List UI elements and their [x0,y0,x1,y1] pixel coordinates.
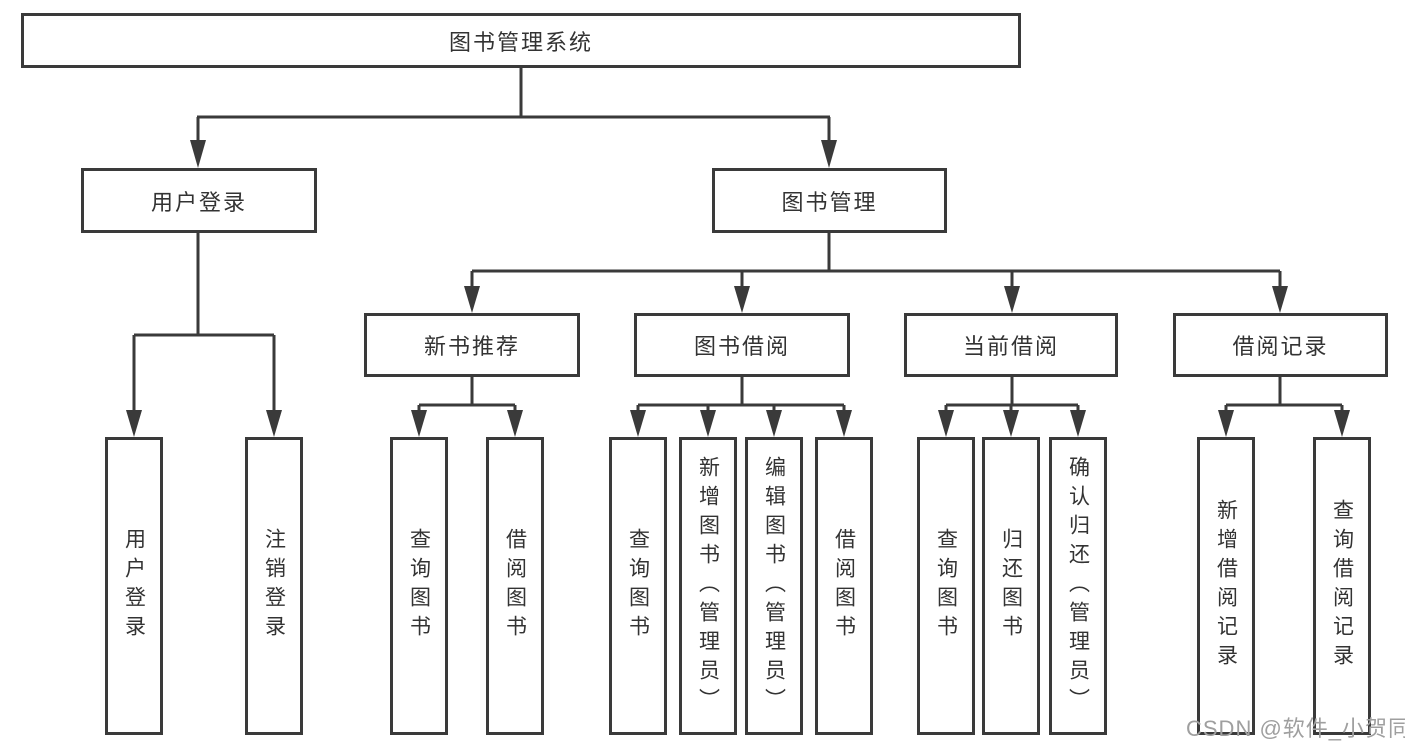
leaf-logout: 注销登录 [245,437,303,735]
connector-root-split [196,68,831,142]
csdn-watermark: CSDN @软件_小贺同学 [1186,716,1405,741]
arrowhead [1003,410,1019,437]
leaf-edit-books-admin: 编辑图书（管理员） [745,437,803,735]
arrowhead [126,410,142,437]
connector-book-borrow-split [636,377,846,412]
leaf-borrow-books-label: 借阅图书 [832,528,856,644]
arrowhead [734,286,750,313]
leaf-add-books-admin: 新增图书（管理员） [679,437,737,735]
arrowhead [630,410,646,437]
connector-new-book-arrows [411,410,523,437]
leaf-return-books: 归还图书 [982,437,1040,735]
node-book-borrow: 图书借阅 [634,313,850,377]
node-borrow-records: 借阅记录 [1173,313,1388,377]
leaf-edit-books-admin-label: 编辑图书（管理员） [762,455,786,717]
node-borrow-records-label: 借阅记录 [1232,334,1329,359]
leaf-return-books-label: 归还图书 [999,528,1023,644]
arrowhead [1334,410,1350,437]
leaf-confirm-return-admin-label: 确认归还（管理员） [1066,455,1090,717]
leaf-query-books-current: 查询图书 [917,437,975,735]
arrowhead [507,410,523,437]
node-new-book-recommend-label: 新书推荐 [423,334,520,359]
connector-borrow-records-arrows [1218,410,1350,437]
leaf-query-books-borrow: 查询图书 [609,437,667,735]
leaf-user-login-label: 用户登录 [122,528,146,644]
node-book-management-label: 图书管理 [781,189,878,215]
leaf-add-borrow-record: 新增借阅记录 [1197,437,1255,735]
connector-current-borrow-split [944,377,1080,412]
arrowhead [1218,410,1234,437]
leaf-query-books-recommend: 查询图书 [390,437,448,735]
leaf-borrow-books: 借阅图书 [815,437,873,735]
node-new-book-recommend: 新书推荐 [364,313,580,377]
leaf-add-books-admin-label: 新增图书（管理员） [696,455,720,717]
connector-root-arrows [190,140,837,168]
connector-user-login-split [132,233,276,412]
connector-user-login-arrows [126,410,282,437]
leaf-query-books-recommend-label: 查询图书 [407,528,431,644]
arrowhead [1070,410,1086,437]
node-user-login-label: 用户登录 [150,189,247,215]
node-library-system-label: 图书管理系统 [448,29,593,55]
arrowhead [821,140,837,168]
node-current-borrow: 当前借阅 [904,313,1118,377]
arrowhead [766,410,782,437]
leaf-query-borrow-record-label: 查询借阅记录 [1330,499,1354,673]
arrowhead [266,410,282,437]
leaf-query-books-current-label: 查询图书 [934,528,958,644]
arrowhead [836,410,852,437]
arrowhead [190,140,206,168]
connector-borrow-records-split [1224,377,1344,412]
arrowhead [1004,286,1020,313]
arrowhead [700,410,716,437]
connector-current-borrow-arrows [938,410,1086,437]
connector-new-book-split [417,377,517,412]
leaf-query-borrow-record: 查询借阅记录 [1313,437,1371,735]
leaf-borrow-books-recommend-label: 借阅图书 [503,528,527,644]
leaf-logout-label: 注销登录 [262,528,286,644]
node-book-management: 图书管理 [712,168,947,233]
leaf-query-books-borrow-label: 查询图书 [626,528,650,644]
connector-book-borrow-arrows [630,410,852,437]
arrowhead [464,286,480,313]
node-book-borrow-label: 图书借阅 [693,334,790,359]
arrowhead [411,410,427,437]
leaf-borrow-books-recommend: 借阅图书 [486,437,544,735]
leaf-confirm-return-admin: 确认归还（管理员） [1049,437,1107,735]
leaf-add-borrow-record-label: 新增借阅记录 [1214,499,1238,673]
node-current-borrow-label: 当前借阅 [962,334,1059,359]
connector-book-mgmt-arrows [464,286,1288,313]
node-user-login: 用户登录 [81,168,317,233]
node-library-system: 图书管理系统 [21,13,1021,68]
arrowhead [1272,286,1288,313]
connector-book-mgmt-split [470,233,1282,288]
arrowhead [938,410,954,437]
leaf-user-login: 用户登录 [105,437,163,735]
